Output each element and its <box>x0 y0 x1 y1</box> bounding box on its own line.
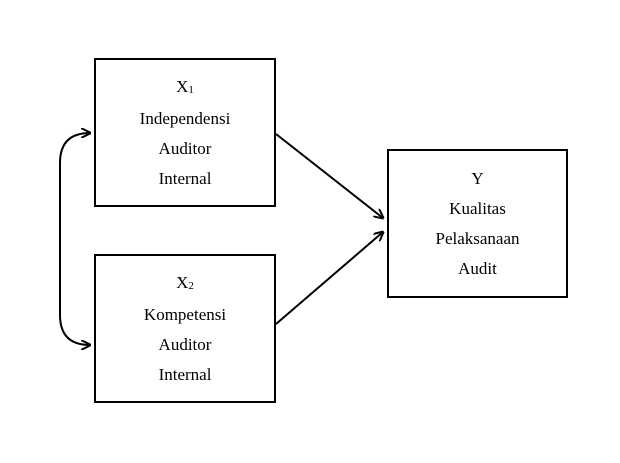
correlation-arrow-x1-x2 <box>59 133 90 345</box>
y-line-2: Pelaksanaan <box>435 228 520 248</box>
x1-var-subscript: 1 <box>188 83 194 96</box>
x1-line-1: Independensi <box>139 108 231 128</box>
x2-variable-label: X2 <box>176 268 194 300</box>
x2-var-letter: X <box>176 272 189 292</box>
x1-variable-label: X1 <box>176 72 194 104</box>
y-line-1: Kualitas <box>449 198 506 218</box>
y-line-3: Audit <box>458 258 497 278</box>
y-variable-label: Y <box>471 168 484 188</box>
x1-line-3: Internal <box>158 168 212 188</box>
arrow-x1-to-y <box>275 133 383 218</box>
x2-var-subscript: 2 <box>188 279 194 292</box>
x2-line-1: Kompetensi <box>143 304 227 324</box>
x2-line-2: Auditor <box>158 334 212 354</box>
arrow-x2-to-y <box>275 232 383 325</box>
x1-var-letter: X <box>176 76 189 96</box>
x2-line-3: Internal <box>158 364 212 384</box>
x1-line-2: Auditor <box>158 138 212 158</box>
box-x2-kompetensi: X2 Kompetensi Auditor Internal <box>94 254 276 403</box>
box-x1-independensi: X1 Independensi Auditor Internal <box>94 58 276 207</box>
box-y-kualitas: Y Kualitas Pelaksanaan Audit <box>387 149 568 298</box>
